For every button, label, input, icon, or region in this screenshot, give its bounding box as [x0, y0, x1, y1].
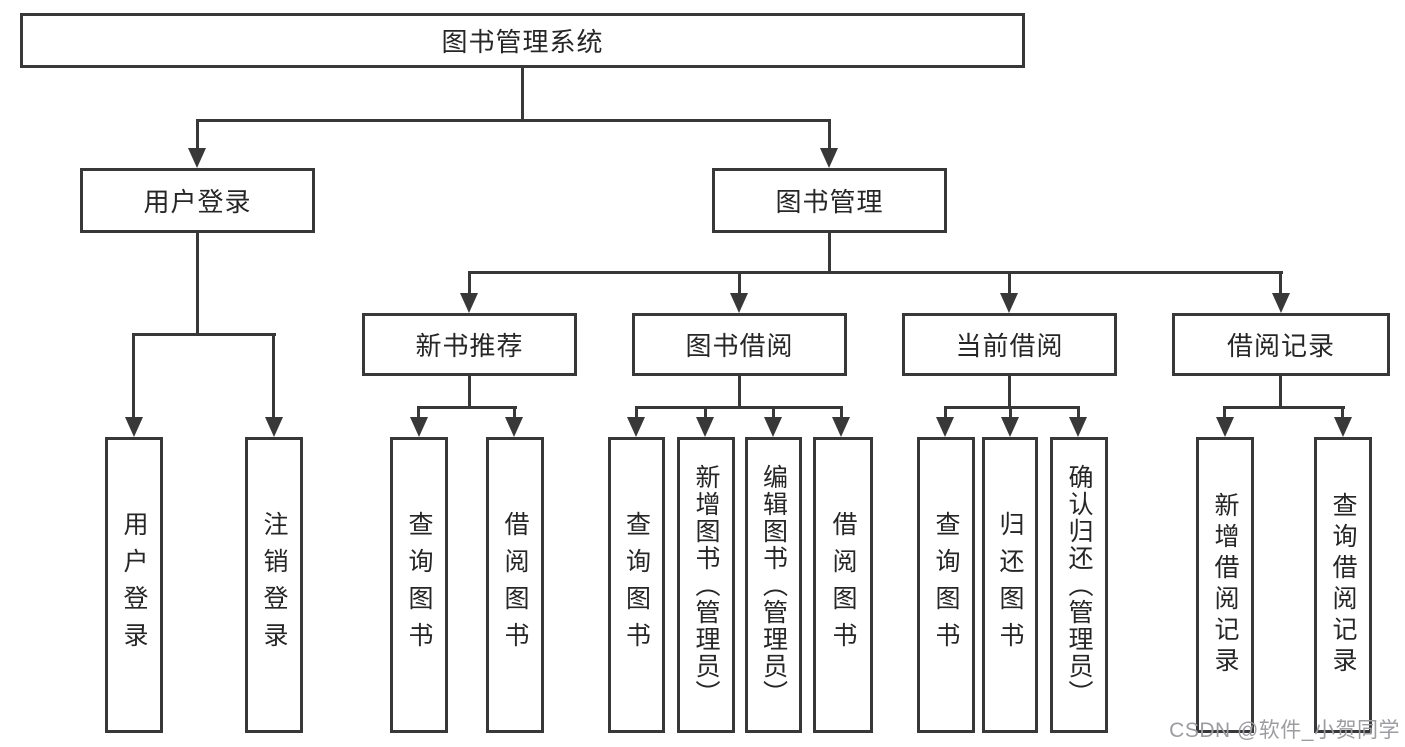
leaf-edit-books-admin: 编辑图书（管理员） [745, 437, 802, 733]
arrowhead-down-icon [1272, 293, 1290, 313]
arrowhead-down-icon [764, 417, 782, 437]
node-library-system: 图书管理系统 [20, 13, 1025, 68]
connector-stub-borrow-records [1279, 271, 1282, 297]
connector-root-rail [196, 119, 831, 122]
arrowhead-down-icon [1001, 417, 1019, 437]
connector-stub [1223, 406, 1226, 422]
arrowhead-down-icon [505, 417, 523, 437]
connector-stub-new-book [468, 271, 471, 297]
connector-stub [635, 406, 638, 422]
connector-stub [1077, 406, 1080, 422]
arrowhead-down-icon [696, 417, 714, 437]
node-new-book-recommendation: 新书推荐 [362, 313, 577, 376]
connector-book-management-trunk [828, 233, 831, 274]
arrowhead-down-icon [188, 148, 206, 168]
leaf-borrow-books: 借阅图书 [486, 437, 544, 733]
arrowhead-down-icon [1000, 293, 1018, 313]
leaf-confirm-return-admin: 确认归还（管理员） [1050, 437, 1108, 733]
connector-stub [944, 406, 947, 422]
arrowhead-down-icon [627, 417, 645, 437]
node-current-borrowing: 当前借阅 [902, 313, 1117, 376]
connector-current-borrow-trunk [1008, 376, 1011, 409]
leaf-return-books: 归还图书 [982, 437, 1038, 733]
leaf-user-login: 用户登录 [105, 437, 163, 733]
connector-user-login-rail [132, 333, 276, 336]
connector-borrow-records-rail [1223, 406, 1345, 409]
connector-stub [704, 406, 707, 422]
arrowhead-down-icon [820, 148, 838, 168]
connector-book-borrow-rail [635, 406, 843, 409]
connector-stub-current-borrow [1008, 271, 1011, 297]
connector-borrow-records-trunk [1279, 376, 1282, 409]
leaf-add-books-admin: 新增图书（管理员） [677, 437, 735, 733]
leaf-borrow-books: 借阅图书 [813, 437, 873, 733]
node-borrowing-records: 借阅记录 [1172, 313, 1390, 376]
node-user-login: 用户登录 [80, 168, 315, 233]
leaf-logout: 注销登录 [245, 437, 303, 733]
connector-stub [1009, 406, 1012, 422]
connector-stub-book-borrow [738, 271, 741, 297]
connector-stub [513, 406, 516, 422]
connector-stub [840, 406, 843, 422]
csdn-watermark: CSDN @软件_小贺同学 [1169, 719, 1400, 742]
arrowhead-down-icon [832, 417, 850, 437]
node-book-management: 图书管理 [712, 168, 947, 233]
leaf-add-borrow-record: 新增借阅记录 [1196, 437, 1254, 733]
connector-root-trunk [521, 67, 524, 122]
connector-new-book-rail [417, 406, 517, 409]
node-book-borrowing: 图书借阅 [632, 313, 847, 376]
connector-stub [1341, 406, 1344, 422]
connector-stub [417, 406, 420, 422]
arrowhead-down-icon [125, 417, 143, 437]
connector-book-borrow-trunk [738, 376, 741, 409]
leaf-query-books: 查询图书 [608, 437, 665, 733]
arrowhead-down-icon [1334, 417, 1352, 437]
arrowhead-down-icon [265, 417, 283, 437]
connector-stub-leaf-user-login [132, 333, 135, 421]
connector-stub-book-management [828, 119, 831, 153]
connector-stub-leaf-logout [272, 333, 275, 421]
leaf-query-borrow-record: 查询借阅记录 [1314, 437, 1372, 733]
connector-new-book-trunk [468, 376, 471, 409]
arrowhead-down-icon [730, 293, 748, 313]
leaf-query-books: 查询图书 [390, 437, 448, 733]
arrowhead-down-icon [1216, 417, 1234, 437]
connector-book-management-rail [468, 271, 1283, 274]
arrowhead-down-icon [936, 417, 954, 437]
connector-current-borrow-rail [944, 406, 1080, 409]
arrowhead-down-icon [410, 417, 428, 437]
arrowhead-down-icon [1069, 417, 1087, 437]
leaf-query-books: 查询图书 [917, 437, 975, 733]
connector-stub [772, 406, 775, 422]
connector-stub-user-login [196, 119, 199, 153]
arrowhead-down-icon [460, 293, 478, 313]
connector-user-login-trunk [196, 233, 199, 336]
